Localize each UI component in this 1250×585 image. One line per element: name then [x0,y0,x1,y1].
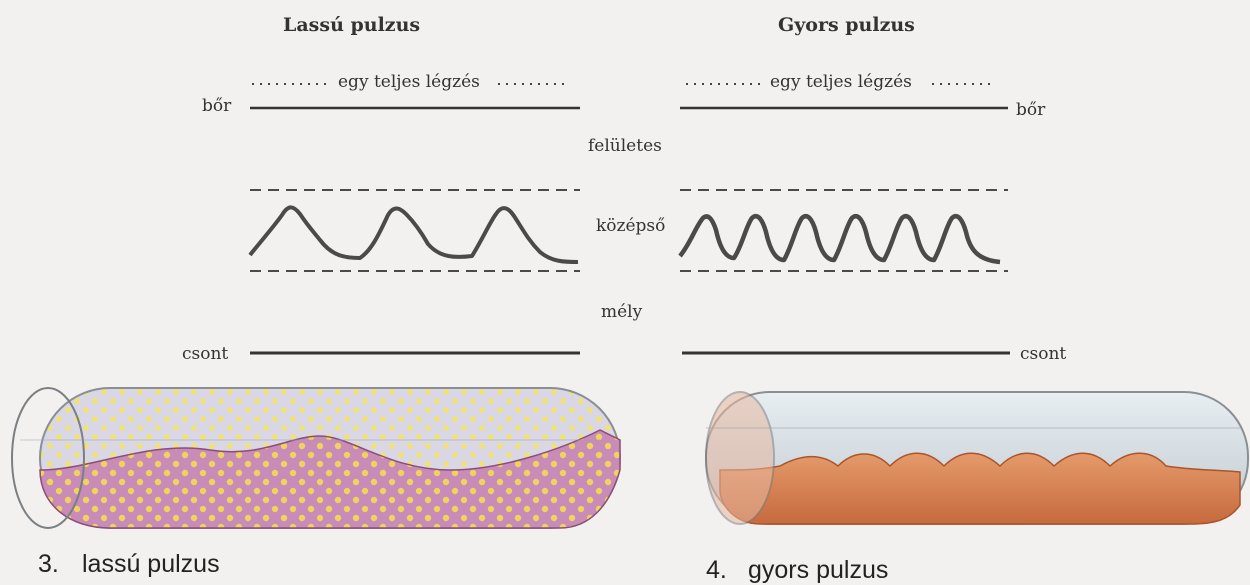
fast-tube-opening [705,391,775,525]
bone-label-right: csont [1020,344,1067,364]
slow-caption-text: lassú pulzus [82,550,220,578]
slow-tube-opening [11,387,85,529]
skin-label-right: bőr [1016,100,1046,120]
skin-label-left: bőr [202,96,232,116]
slow-tube-fluid [39,429,621,529]
slow-pulse-title: Lassú pulzus [283,14,421,36]
fast-caption-number: 4. [706,556,727,584]
fast-tube-fluid [719,452,1241,525]
fast-caption-text: gyors pulzus [748,556,889,584]
deep-label: mély [601,302,643,322]
middle-label: középső [596,216,666,236]
fast-pulse-wave [678,213,1001,265]
bone-label-left: csont [182,344,229,364]
superficial-label: felületes [588,136,662,156]
fast-breath-label: egy teljes légzés [770,72,912,92]
slow-caption-number: 3. [38,550,59,578]
fast-pulse-title: Gyors pulzus [778,14,915,36]
slow-pulse-wave [248,205,579,264]
slow-breath-label: egy teljes légzés [338,72,480,92]
